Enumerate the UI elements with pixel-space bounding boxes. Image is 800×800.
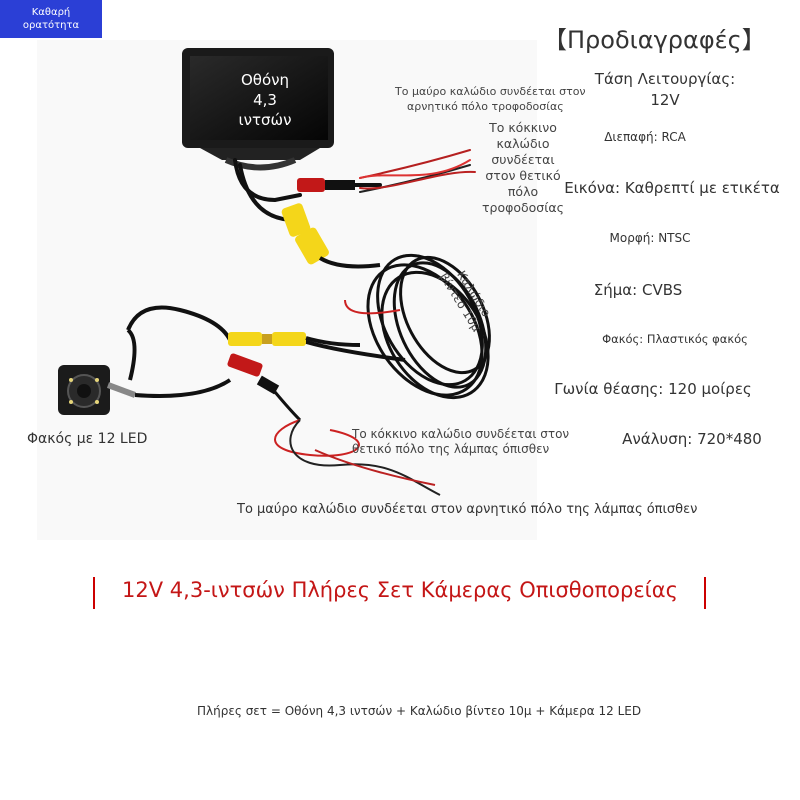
black-wire-power-note-line-2: αρνητικό πόλο τροφοδοσίας <box>407 100 564 113</box>
clarity-badge: Καθαρή ορατότητα <box>0 0 102 38</box>
monitor-cables <box>233 149 476 222</box>
spec-signal: Σήμα: CVBS <box>593 281 683 299</box>
camera-connectors <box>227 332 361 422</box>
red-wire-power-note-line-6: τροφοδοσίας <box>481 200 565 215</box>
red-wire-power-note-line-3: συνδέεται <box>491 152 555 167</box>
spec-lens: Φακός: Πλαστικός φακός <box>602 332 748 346</box>
spec-image: Εικόνα: Καθρεπτί με ετικέτα <box>564 179 780 197</box>
camera-illustration <box>58 305 232 415</box>
lamp-wires <box>274 419 441 496</box>
set-contents: Πλήρες σετ = Οθόνη 4,3 ιντσών + Καλώδιο … <box>197 704 642 718</box>
banner-frame-left <box>93 577 95 609</box>
badge-line-1: Καθαρή <box>31 7 71 18</box>
red-wire-power-note-line-4: στον θετικό <box>485 168 561 183</box>
spec-voltage: Τάση Λειτουργίας: 12V <box>580 69 750 111</box>
black-wire-power-note: Το μαύρο καλώδιο συνδέεται στον αρνητικό… <box>395 84 586 114</box>
red-wire-power-note-line-5: πόλο <box>507 184 539 199</box>
red-wire-power-note-line-2: καλώδιο <box>496 136 550 151</box>
lens-note: Φακός με 12 LED <box>27 431 148 447</box>
spec-resolution: Ανάλυση: 720*480 <box>622 430 762 448</box>
video-cable-coil <box>299 253 491 400</box>
monitor-label-line-3: ιντσών <box>238 111 292 129</box>
black-wire-power-note-line-1: Το μαύρο καλώδιο συνδέεται στον <box>395 85 586 98</box>
spec-angle: Γωνία θέασης: 120 μοίρες <box>554 380 752 398</box>
spec-interface: Διεπαφή: RCA <box>604 130 686 144</box>
monitor-label: Οθόνη 4,3 ιντσών <box>210 70 320 130</box>
banner-text: 12V 4,3-ιντσών Πλήρες Σετ Κάμερας Οπισθο… <box>122 578 678 602</box>
badge-line-2: ορατότητα <box>22 20 80 31</box>
red-wire-lamp-note: Το κόκκινο καλώδιο συνδέεται στον θετικό… <box>352 427 569 457</box>
spec-voltage-value: 12V <box>650 91 680 109</box>
black-wire-lamp-note: Το μαύρο καλώδιο συνδέεται στον αρνητικό… <box>237 502 698 517</box>
red-wire-lamp-note-line-2: θετικό πόλο της λάμπας όπισθεν <box>352 442 550 456</box>
spec-format: Μορφή: NTSC <box>609 231 691 245</box>
product-banner <box>93 571 708 613</box>
red-wire-lamp-note-line-1: Το κόκκινο καλώδιο συνδέεται στον <box>352 427 570 441</box>
monitor-illustration <box>182 48 334 171</box>
specs-title: 【Προδιαγραφές】 <box>543 26 766 54</box>
monitor-label-line-2: 4,3 <box>253 91 277 109</box>
yellow-rca-connectors <box>281 203 381 269</box>
banner-frame-right <box>704 577 706 609</box>
red-wire-power-note-line-1: Το κόκκινο <box>489 120 557 135</box>
red-wire-power-note: Το κόκκινο καλώδιο συνδέεται στον θετικό… <box>473 120 573 216</box>
monitor-label-line-1: Οθόνη <box>240 71 290 89</box>
spec-voltage-label: Τάση Λειτουργίας: <box>594 70 736 88</box>
